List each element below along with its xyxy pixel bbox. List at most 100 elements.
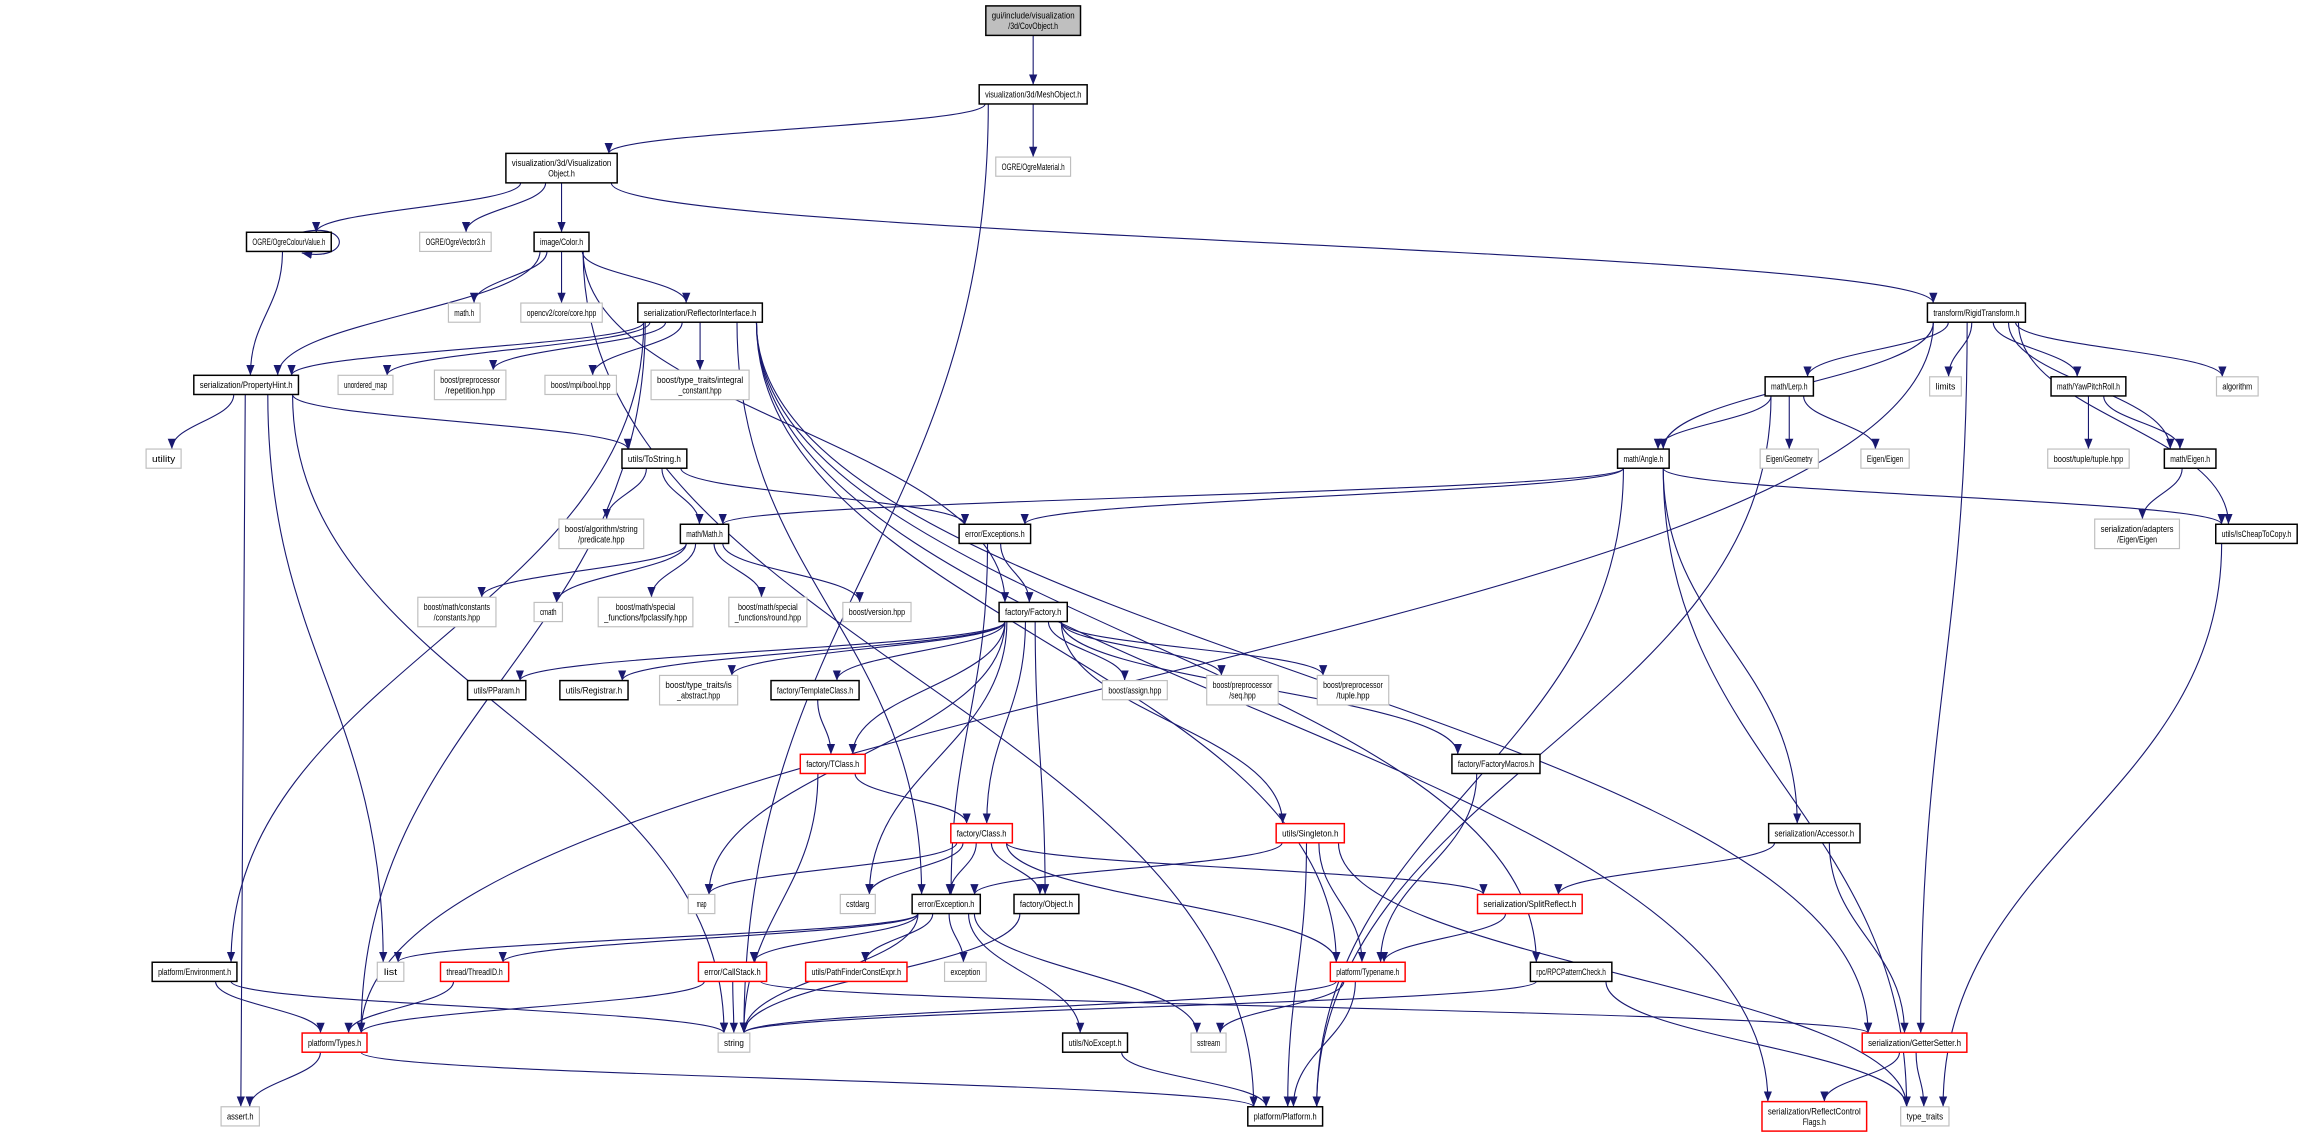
node-box[interactable] — [1451, 753, 1541, 775]
node-box[interactable] — [439, 961, 510, 983]
node-label: math/Eigen.h — [2170, 453, 2210, 464]
node-box[interactable] — [770, 679, 860, 701]
node-noexcept[interactable]: utils/NoExcept.h — [1061, 1032, 1129, 1053]
node-box[interactable] — [1061, 1032, 1129, 1053]
node-box[interactable] — [1529, 961, 1613, 983]
edge-exception_h-to-callstack — [749, 913, 919, 963]
node-box[interactable] — [985, 5, 1082, 37]
node-box[interactable] — [911, 893, 982, 915]
node-label: boost/preprocessor — [440, 374, 500, 385]
node-box — [1860, 448, 1910, 469]
node-box[interactable] — [799, 753, 866, 775]
node-mathmath[interactable]: math/Math.h — [679, 523, 730, 545]
edge-exception_h-to-list — [394, 913, 919, 963]
node-label: boost/type_traits/integral — [657, 374, 743, 385]
node-label: boost/math/special — [616, 601, 676, 612]
node-box[interactable] — [621, 448, 688, 469]
node-label: assert.h — [227, 1111, 254, 1122]
node-environment[interactable]: platform/Environment.h — [151, 961, 238, 983]
node-box[interactable] — [1247, 1106, 1324, 1127]
node-threadid[interactable]: thread/ThreadID.h — [439, 961, 510, 983]
node-box[interactable] — [245, 231, 332, 253]
node-registrar[interactable]: utils/Registrar.h — [559, 679, 629, 701]
node-box[interactable] — [533, 231, 590, 253]
node-factory[interactable]: factory/Factory.h — [998, 601, 1068, 623]
node-accessor[interactable]: serialization/Accessor.h — [1767, 822, 1861, 844]
node-box[interactable] — [958, 523, 1032, 545]
node-cheapcopy[interactable]: utils/IsCheapToCopy.h — [2215, 523, 2298, 545]
node-factorymacros[interactable]: factory/FactoryMacros.h — [1451, 753, 1541, 775]
node-callstack[interactable]: error/CallStack.h — [697, 961, 768, 983]
node-reflector[interactable]: serialization/ReflectorInterface.h — [637, 302, 764, 323]
node-typename[interactable]: platform/Typename.h — [1329, 961, 1406, 983]
node-box[interactable] — [950, 822, 1014, 844]
node-box[interactable] — [151, 961, 238, 983]
node-label: Eigen/Eigen — [1867, 453, 1903, 464]
node-box[interactable] — [2163, 448, 2217, 469]
node-box[interactable] — [559, 679, 629, 701]
node-meshobject[interactable]: visualization/3d/MeshObject.h — [978, 84, 1088, 105]
node-box[interactable] — [679, 523, 730, 545]
node-box[interactable] — [1329, 961, 1406, 983]
node-box[interactable] — [1013, 893, 1080, 915]
node-label: _functions/fpclassify.hpp — [603, 612, 687, 623]
node-covobject[interactable]: gui/include/visualization/3d/CovObject.h — [985, 5, 1082, 37]
node-box[interactable] — [1761, 1100, 1868, 1132]
node-exception_h[interactable]: error/Exception.h — [911, 893, 982, 915]
node-lerp[interactable]: math/Lerp.h — [1764, 376, 1815, 397]
node-box[interactable] — [1764, 376, 1815, 397]
node-eigeneigen: Eigen/Eigen — [1860, 448, 1910, 469]
node-box[interactable] — [2050, 376, 2127, 397]
node-box[interactable] — [697, 961, 768, 983]
node-splitreflect[interactable]: serialization/SplitReflect.h — [1476, 893, 1583, 915]
node-angle[interactable]: math/Angle.h — [1616, 448, 1670, 469]
node-box[interactable] — [1616, 448, 1670, 469]
node-templateclass[interactable]: factory/TemplateClass.h — [770, 679, 860, 701]
node-box — [220, 1106, 260, 1127]
node-prophint[interactable]: serialization/PropertyHint.h — [193, 374, 300, 396]
node-label: boost/math/special — [738, 601, 798, 612]
node-tostring[interactable]: utils/ToString.h — [621, 448, 688, 469]
node-color[interactable]: image/Color.h — [533, 231, 590, 253]
node-box — [533, 601, 564, 623]
node-pparam[interactable]: utils/PParam.h — [466, 679, 527, 701]
node-label: sstream — [1197, 1037, 1220, 1048]
node-platform[interactable]: platform/Platform.h — [1247, 1106, 1324, 1127]
node-pathfinder[interactable]: utils/PathFinderConstExpr.h — [804, 961, 908, 983]
node-label: /seq.hpp — [1229, 690, 1256, 701]
node-box[interactable] — [1926, 302, 2027, 323]
node-gettersetter[interactable]: serialization/GetterSetter.h — [1861, 1032, 1968, 1053]
node-label: serialization/Accessor.h — [1775, 827, 1855, 838]
node-tclass[interactable]: factory/TClass.h — [799, 753, 866, 775]
edge-callstack-to-gettersetter — [760, 980, 1872, 1034]
node-ypr[interactable]: math/YawPitchRoll.h — [2050, 376, 2127, 397]
node-label: factory/TClass.h — [806, 758, 859, 769]
node-exceptions[interactable]: error/Exceptions.h — [958, 523, 1032, 545]
node-box[interactable] — [978, 84, 1088, 105]
node-box[interactable] — [1767, 822, 1861, 844]
node-rigid[interactable]: transform/RigidTransform.h — [1926, 302, 2027, 323]
node-matheigen[interactable]: math/Eigen.h — [2163, 448, 2217, 469]
node-box[interactable] — [637, 302, 764, 323]
node-box[interactable] — [505, 152, 618, 184]
node-types[interactable]: platform/Types.h — [301, 1032, 368, 1053]
node-rpccheck[interactable]: rpc/RPCPatternCheck.h — [1529, 961, 1613, 983]
node-box[interactable] — [1861, 1032, 1968, 1053]
node-box[interactable] — [1476, 893, 1583, 915]
edge-exception_h-to-threadid — [498, 913, 919, 963]
node-box[interactable] — [193, 374, 300, 396]
node-box[interactable] — [998, 601, 1068, 623]
node-object[interactable]: factory/Object.h — [1013, 893, 1080, 915]
node-ogrecolour[interactable]: OGRE/OgreColourValue.h — [245, 231, 332, 253]
edge-environment-to-types — [214, 981, 325, 1034]
node-singleton[interactable]: utils/Singleton.h — [1275, 822, 1346, 844]
node-box[interactable] — [804, 961, 908, 983]
node-box[interactable] — [466, 679, 527, 701]
node-tuplehpp: boost/tuple/tuple.hpp — [2047, 448, 2130, 469]
node-box[interactable] — [2215, 523, 2298, 545]
node-class[interactable]: factory/Class.h — [950, 822, 1014, 844]
node-box[interactable] — [1275, 822, 1346, 844]
node-box[interactable] — [301, 1032, 368, 1053]
